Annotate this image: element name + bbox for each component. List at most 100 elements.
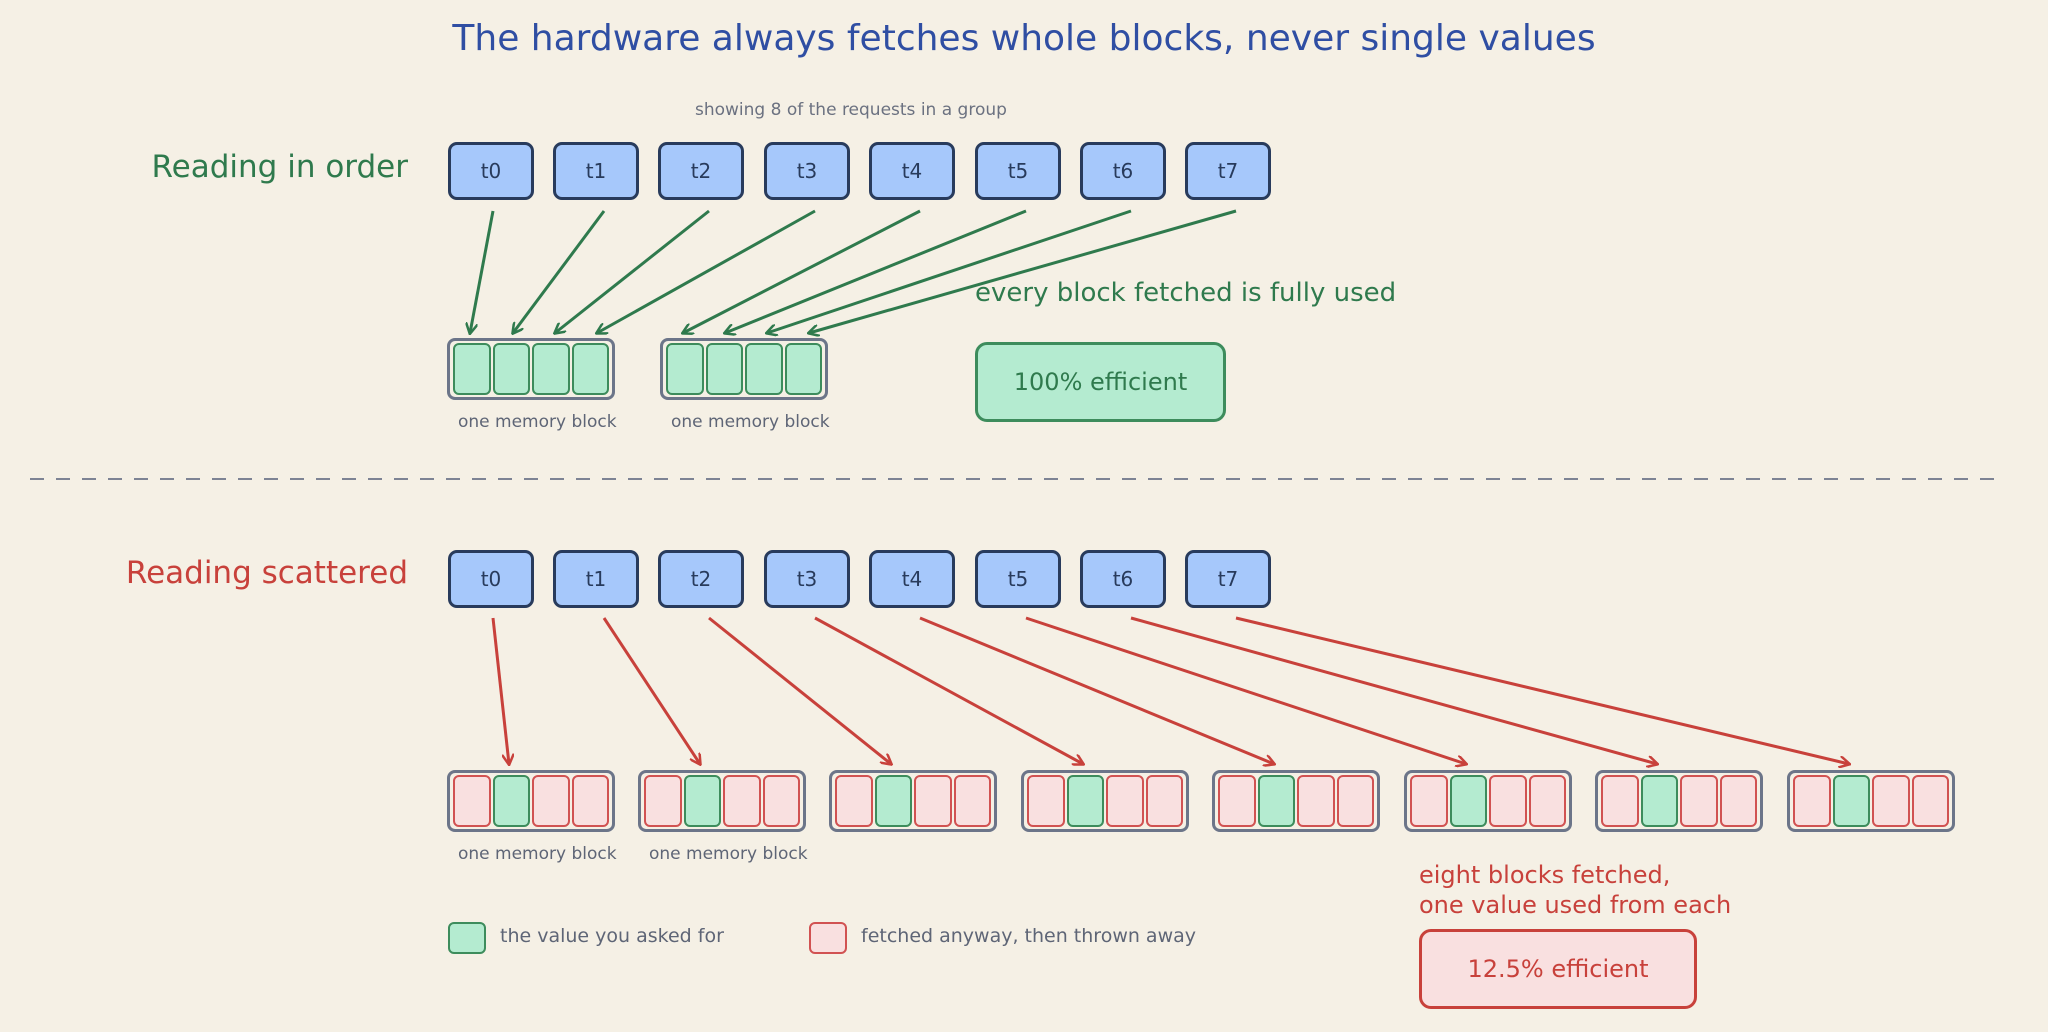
scattered-block-caption-1: one memory block [458,844,617,864]
scattered-memory-block-7 [1595,770,1763,832]
used-cell [705,343,743,395]
scattered-thread-t2: t2 [658,550,744,608]
ordered-arrow-3 [597,209,816,333]
used-cell [784,343,822,395]
ordered-block-caption-2: one memory block [671,412,830,432]
ordered-memory-block-2 [660,338,828,400]
used-cell [492,343,530,395]
used-cell [1257,775,1295,827]
scattered-thread-t7: t7 [1185,550,1271,608]
ordered-thread-t5: t5 [975,142,1061,200]
used-cell [532,343,570,395]
subtitle: showing 8 of the requests in a group [695,100,1007,120]
scattered-note-line-1: eight blocks fetched, [1419,861,1671,889]
wasted-cell [1793,775,1831,827]
scattered-label: Reading scattered [125,555,408,591]
scattered-memory-block-4 [1021,770,1189,832]
used-cell [1066,775,1104,827]
scattered-thread-t1: t1 [553,550,639,608]
scattered-efficiency-badge: 12.5% efficient [1419,929,1697,1009]
used-cell [874,775,912,827]
wasted-cell [1218,775,1256,827]
scattered-thread-t3: t3 [764,550,850,608]
wasted-cell [1145,775,1183,827]
wasted-cell [914,775,952,827]
ordered-arrows [470,209,1237,333]
section-divider [30,478,2005,480]
scattered-memory-block-2 [638,770,806,832]
scattered-block-caption-2: one memory block [649,844,808,864]
wasted-cell [1297,775,1335,827]
wasted-cell [1106,775,1144,827]
wasted-cell [1336,775,1374,827]
wasted-cell [762,775,800,827]
ordered-label: Reading in order [151,149,408,185]
wasted-cell [571,775,609,827]
scattered-thread-t5: t5 [975,550,1061,608]
wasted-cell [1489,775,1527,827]
wasted-cell [532,775,570,827]
wasted-cell [1528,775,1566,827]
wasted-cell [1911,775,1949,827]
wasted-cell [1410,775,1448,827]
scattered-arrow-2 [708,616,891,764]
ordered-block-caption-1: one memory block [458,412,617,432]
wasted-cell [1027,775,1065,827]
scattered-memory-block-5 [1212,770,1380,832]
ordered-thread-t7: t7 [1185,142,1271,200]
diagram-title: The hardware always fetches whole blocks… [452,18,1596,59]
scattered-memory-block-8 [1787,770,1955,832]
ordered-arrow-0 [470,210,495,333]
ordered-thread-t3: t3 [764,142,850,200]
scattered-memory-block-1 [447,770,615,832]
ordered-memory-block-1 [447,338,615,400]
ordered-thread-t6: t6 [1080,142,1166,200]
wasted-cell [953,775,991,827]
scattered-arrow-5 [1025,616,1466,764]
ordered-arrow-6 [767,209,1132,333]
scattered-arrow-4 [919,616,1274,764]
used-cell [453,343,491,395]
scattered-arrow-0 [491,617,509,764]
scattered-thread-t6: t6 [1080,550,1166,608]
legend-used-swatch [448,922,486,954]
scattered-memory-block-3 [829,770,997,832]
wasted-cell [1719,775,1757,827]
scattered-thread-t0: t0 [448,550,534,608]
scattered-arrow-3 [814,616,1083,764]
ordered-thread-t4: t4 [869,142,955,200]
used-cell [1640,775,1678,827]
scattered-thread-t4: t4 [869,550,955,608]
legend-used-label: the value you asked for [500,925,724,947]
used-cell [666,343,704,395]
scattered-memory-block-6 [1404,770,1572,832]
ordered-efficiency-badge: 100% efficient [975,342,1226,422]
ordered-arrow-4 [683,209,921,333]
scattered-note-line-2: one value used from each [1419,891,1732,919]
ordered-thread-t0: t0 [448,142,534,200]
used-cell [1832,775,1870,827]
used-cell [683,775,721,827]
used-cell [492,775,530,827]
wasted-cell [453,775,491,827]
used-cell [1449,775,1487,827]
ordered-note: every block fetched is fully used [975,278,1397,308]
ordered-arrow-5 [725,209,1027,333]
legend-waste-label: fetched anyway, then thrown away [861,925,1197,947]
scattered-arrow-7 [1235,616,1849,764]
scattered-arrow-1 [602,617,700,764]
legend-waste-swatch [809,922,847,954]
wasted-cell [723,775,761,827]
scattered-arrow-6 [1130,616,1657,764]
ordered-arrow-7 [809,209,1237,333]
wasted-cell [835,775,873,827]
ordered-thread-t1: t1 [553,142,639,200]
wasted-cell [644,775,682,827]
wasted-cell [1872,775,1910,827]
wasted-cell [1601,775,1639,827]
used-cell [745,343,783,395]
ordered-arrow-1 [513,210,606,333]
scattered-arrows [491,616,1849,764]
